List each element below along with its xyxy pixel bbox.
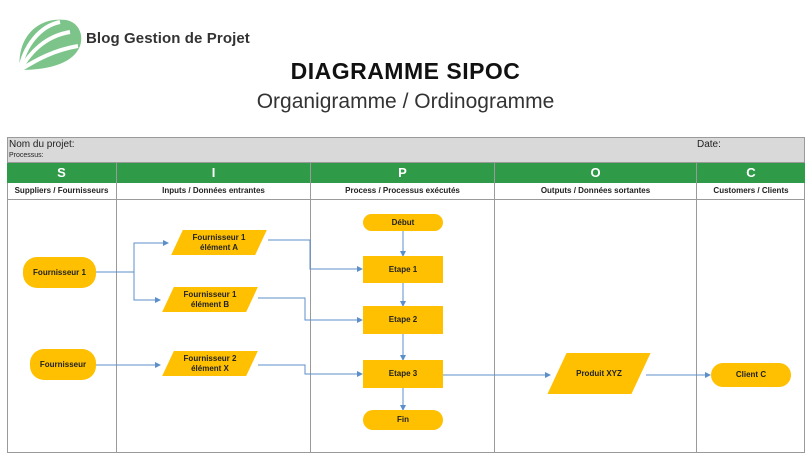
node-start: Début bbox=[363, 214, 443, 231]
node-input-element-b: Fournisseur 1 élément B bbox=[168, 287, 252, 312]
node-client: Client C bbox=[711, 363, 791, 387]
header-divider bbox=[7, 199, 805, 200]
column-letter-o: O bbox=[590, 165, 601, 180]
column-divider bbox=[310, 163, 311, 453]
node-step-3: Etape 3 bbox=[363, 360, 443, 388]
page-title: DIAGRAMME SIPOC bbox=[290, 58, 521, 84]
column-header-inputs: Inputs / Données entrantes bbox=[162, 186, 265, 195]
column-header-process: Process / Processus exécutés bbox=[345, 186, 460, 195]
leaf-logo-icon bbox=[18, 19, 82, 72]
column-letter-p: P bbox=[398, 165, 407, 180]
node-input-element-a: Fournisseur 1 élément A bbox=[177, 230, 261, 255]
process-label: Processus: bbox=[9, 152, 44, 159]
column-letter-c: C bbox=[746, 165, 756, 180]
connector-input-b-step2 bbox=[258, 297, 363, 323]
column-header-customers: Customers / Clients bbox=[713, 186, 789, 195]
node-supplier: Fournisseur bbox=[30, 349, 96, 380]
column-letter-s: S bbox=[57, 165, 66, 180]
page-subtitle: Organigramme / Ordinogramme bbox=[256, 90, 555, 113]
node-supplier-1: Fournisseur 1 bbox=[23, 257, 96, 288]
connector-supplier1-input-a bbox=[96, 240, 169, 273]
column-divider bbox=[494, 163, 495, 453]
connector-input-x-step3 bbox=[258, 364, 363, 377]
node-step-1: Etape 1 bbox=[363, 256, 443, 283]
node-step-2: Etape 2 bbox=[363, 306, 443, 334]
project-name-label: Nom du projet: bbox=[9, 139, 75, 150]
node-end: Fin bbox=[363, 410, 443, 430]
info-row bbox=[7, 137, 805, 163]
connector-input-a-step1 bbox=[268, 239, 363, 272]
column-divider bbox=[116, 163, 117, 453]
brand-name: Blog Gestion de Projet bbox=[86, 30, 250, 47]
column-divider bbox=[696, 163, 697, 453]
column-header-outputs: Outputs / Données sortantes bbox=[540, 186, 651, 195]
node-input-element-x: Fournisseur 2 élément X bbox=[168, 351, 252, 376]
node-output-product: Produit XYZ bbox=[557, 353, 641, 394]
date-label: Date: bbox=[697, 139, 721, 150]
column-letter-i: I bbox=[211, 165, 216, 180]
column-header-suppliers: Suppliers / Fournisseurs bbox=[14, 186, 109, 195]
connector-supplier1-input-b bbox=[96, 271, 161, 303]
letter-row bbox=[7, 163, 805, 183]
